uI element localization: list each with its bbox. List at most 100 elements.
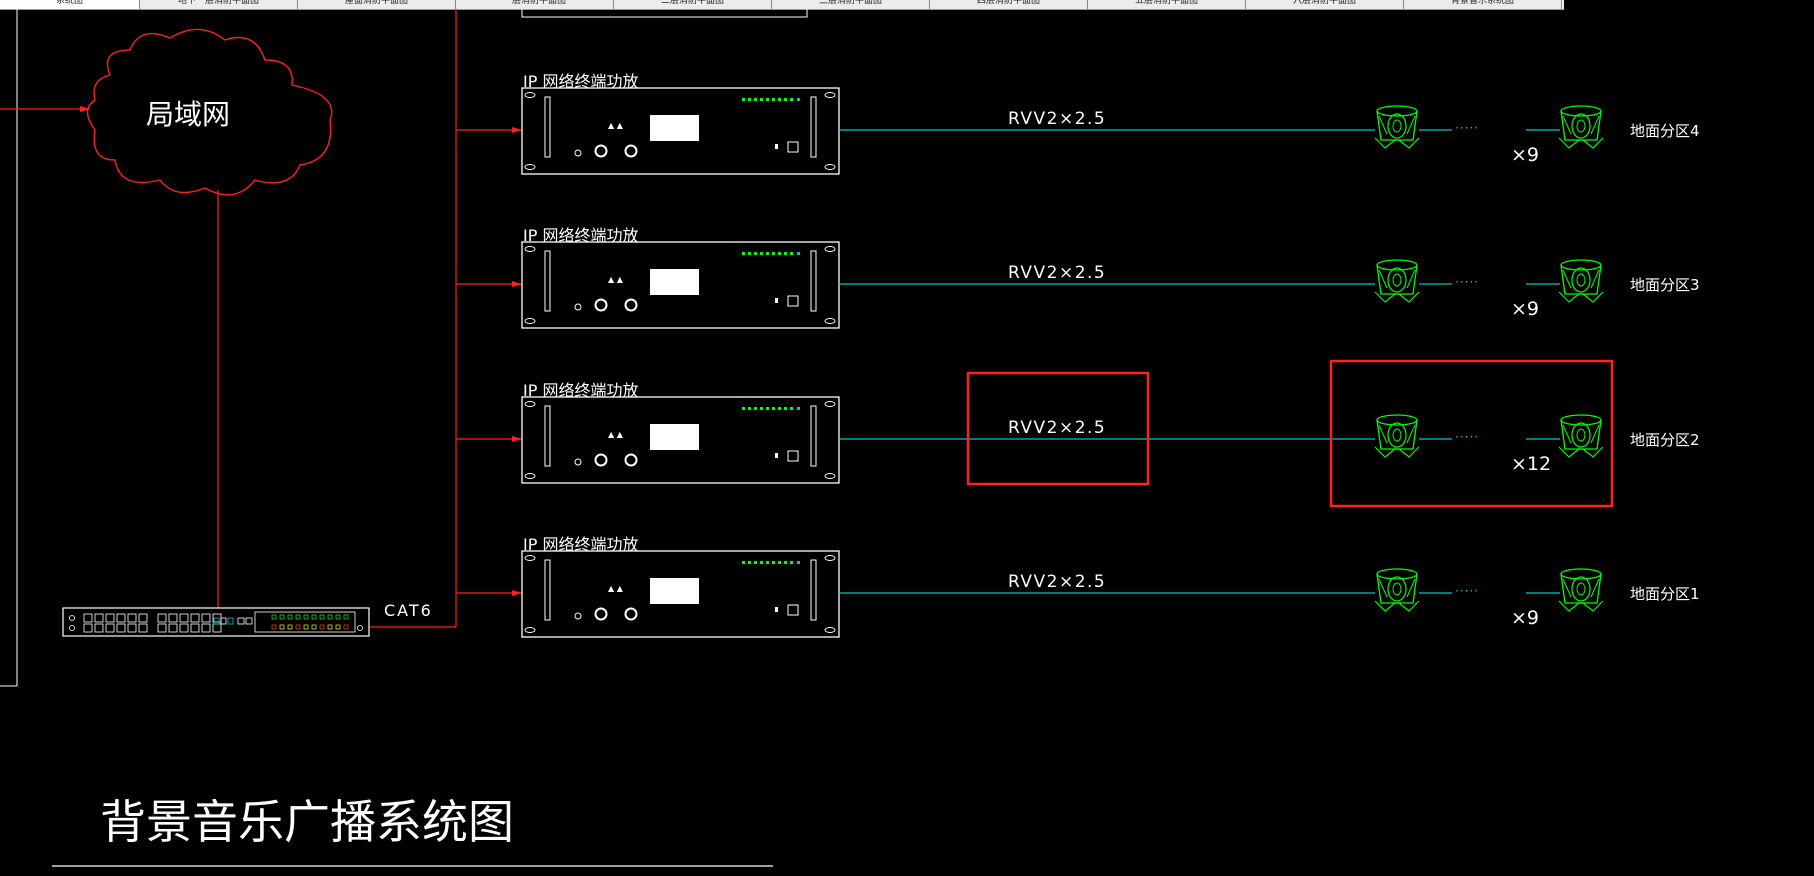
switch-screw bbox=[357, 625, 363, 631]
switch-led bbox=[271, 614, 277, 620]
speaker-hatch bbox=[1590, 269, 1600, 289]
cable-label: RVV2×2.5 bbox=[1008, 109, 1106, 129]
power-switch bbox=[787, 295, 799, 307]
tab-2[interactable]: 屋面消防平面图 bbox=[298, 0, 456, 9]
status-led bbox=[766, 407, 769, 410]
volume-knob bbox=[594, 144, 608, 158]
rack-screw bbox=[524, 555, 536, 561]
tab-5[interactable]: 三层消防平面图 bbox=[772, 0, 930, 9]
amplifier-display bbox=[650, 578, 699, 604]
rack-screw bbox=[524, 246, 536, 252]
tab-6[interactable]: 四层消防平面图 bbox=[930, 0, 1088, 9]
amplifier-label: IP 网络终端功放 bbox=[523, 226, 638, 245]
switch-led bbox=[335, 614, 341, 620]
switch-port bbox=[83, 623, 93, 633]
amplifier-display bbox=[650, 269, 699, 295]
arrow-icon bbox=[512, 281, 522, 287]
speaker-ellipsis: ····· bbox=[1455, 584, 1479, 598]
speaker-icon bbox=[1374, 414, 1420, 458]
status-led bbox=[790, 252, 793, 255]
tab-7[interactable]: 五层消防平面图 bbox=[1088, 0, 1246, 9]
speaker-base bbox=[1558, 446, 1604, 458]
status-led bbox=[778, 252, 781, 255]
rack-screw bbox=[824, 164, 836, 170]
switch-port bbox=[190, 623, 200, 633]
speaker-count: ×9 bbox=[1511, 144, 1539, 166]
status-led bbox=[748, 407, 751, 410]
switch-led bbox=[295, 614, 301, 620]
switch-indicator bbox=[213, 617, 220, 625]
speaker-ellipsis: ····· bbox=[1455, 430, 1479, 444]
speaker-icon bbox=[1558, 105, 1604, 149]
volume-knob bbox=[594, 453, 608, 467]
rack-screw bbox=[524, 401, 536, 407]
amplifier-jack bbox=[574, 149, 582, 157]
switch-screw bbox=[69, 615, 75, 621]
knob-marks: ▲ ▲ bbox=[608, 121, 624, 130]
switch-port bbox=[127, 623, 137, 633]
speaker-cone bbox=[1571, 422, 1591, 448]
tab-3[interactable]: 一层消防平面图 bbox=[456, 0, 614, 9]
tab-4[interactable]: 二层消防平面图 bbox=[614, 0, 772, 9]
speaker-center bbox=[1576, 119, 1586, 133]
switch-port bbox=[116, 623, 126, 633]
rack-screw bbox=[824, 92, 836, 98]
speaker-hatch bbox=[1406, 424, 1416, 444]
amplifier-chassis bbox=[521, 550, 840, 638]
speaker-center bbox=[1576, 428, 1586, 442]
speaker-cone bbox=[1571, 267, 1591, 293]
status-led bbox=[797, 252, 800, 255]
speaker-center bbox=[1576, 273, 1586, 287]
highlight-box-cable bbox=[966, 371, 1150, 486]
speaker-base bbox=[1558, 291, 1604, 303]
network-switch bbox=[62, 607, 370, 637]
speaker-hatch bbox=[1562, 269, 1572, 289]
status-led bbox=[790, 98, 793, 101]
status-led bbox=[778, 407, 781, 410]
switch-port bbox=[138, 613, 148, 623]
speaker-cone bbox=[1571, 113, 1591, 139]
tab-1[interactable]: 地下一层消防平面图 bbox=[140, 0, 298, 9]
speaker-icon bbox=[1374, 105, 1420, 149]
speaker-hatch bbox=[1590, 424, 1600, 444]
amplifier-display bbox=[650, 424, 699, 450]
speaker-cone bbox=[1387, 576, 1407, 602]
speaker-cone bbox=[1387, 267, 1407, 293]
switch-port bbox=[157, 623, 167, 633]
speaker-center bbox=[1392, 119, 1402, 133]
speaker-icon bbox=[1558, 259, 1604, 303]
status-led bbox=[742, 561, 745, 564]
switch-body bbox=[62, 607, 370, 637]
switch-led bbox=[343, 624, 349, 630]
highlight-box-speakers bbox=[1329, 359, 1614, 508]
status-led bbox=[797, 407, 800, 410]
status-led bbox=[760, 407, 763, 410]
zone-label: 地面分区2 bbox=[1630, 431, 1700, 449]
switch-port bbox=[212, 623, 222, 633]
tab-0[interactable]: 系统图 bbox=[0, 0, 140, 9]
status-led bbox=[742, 407, 745, 410]
switch-port bbox=[179, 623, 189, 633]
status-led bbox=[778, 98, 781, 101]
rack-screw bbox=[524, 318, 536, 324]
knob-marks: ▲ ▲ bbox=[608, 584, 624, 593]
power-led bbox=[775, 453, 778, 458]
arrow-icon bbox=[512, 436, 522, 442]
status-led bbox=[754, 252, 757, 255]
switch-indicator bbox=[227, 617, 234, 625]
switch-port bbox=[168, 613, 178, 623]
tab-8[interactable]: 六层消防平面图 bbox=[1246, 0, 1404, 9]
switch-port bbox=[157, 613, 167, 623]
rack-handle-right bbox=[810, 405, 817, 467]
rack-handle-left bbox=[544, 96, 551, 158]
knob-marks: ▲ ▲ bbox=[608, 430, 624, 439]
tab-9[interactable]: 背景音乐系统图 bbox=[1404, 0, 1562, 9]
arrow-icon bbox=[512, 127, 522, 133]
switch-led bbox=[311, 624, 317, 630]
switch-port bbox=[94, 613, 104, 623]
switch-port bbox=[105, 613, 115, 623]
status-led bbox=[797, 98, 800, 101]
speaker-hatch bbox=[1378, 269, 1388, 289]
amplifier-jack bbox=[574, 612, 582, 620]
